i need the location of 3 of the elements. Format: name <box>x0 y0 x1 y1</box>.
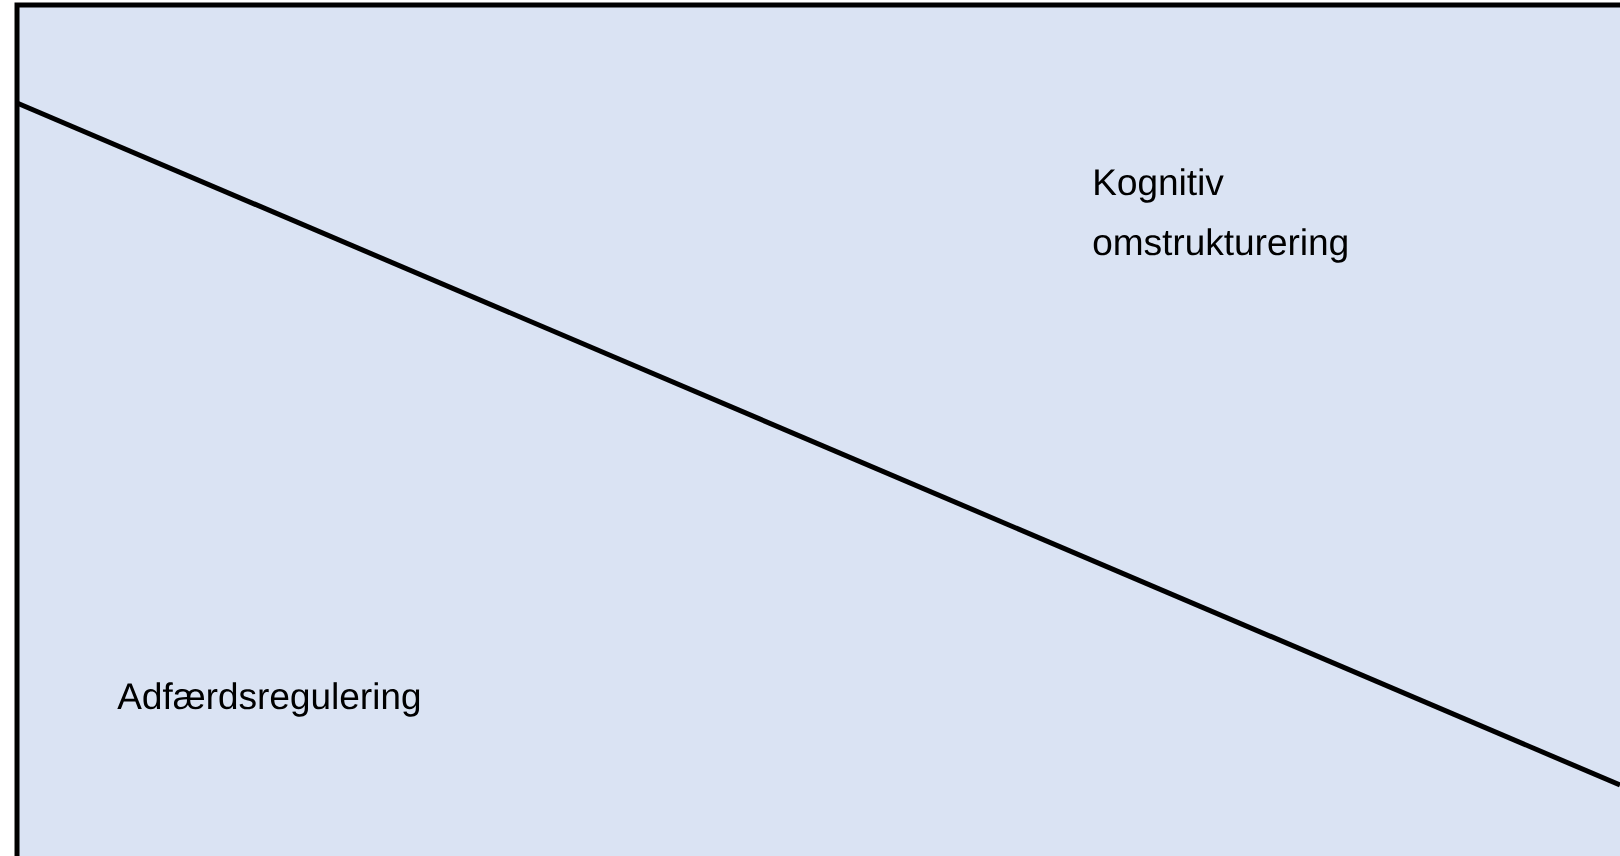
region-label: Adfærdsregulering <box>117 682 420 717</box>
region-label: Kognitiv omstrukturering <box>1093 168 1347 263</box>
diagram-box <box>14 2 1620 856</box>
